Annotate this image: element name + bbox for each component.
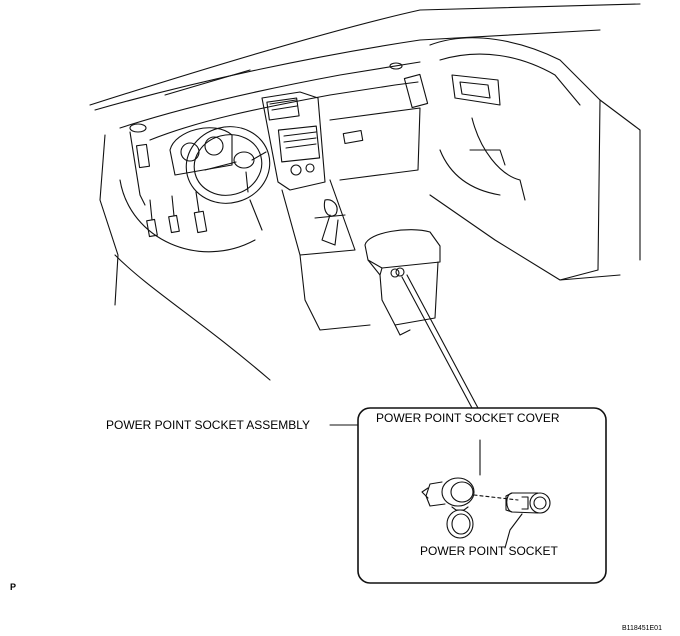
console-socket [390, 267, 405, 278]
glovebox-latch [342, 129, 364, 145]
cover-label: POWER POINT SOCKET COVER [376, 411, 560, 425]
windshield-lower [94, 29, 601, 111]
right-vent [403, 73, 429, 109]
assembly-label: POWER POINT SOCKET ASSEMBLY [106, 418, 311, 432]
alignment-line [473, 494, 519, 501]
console-box [364, 229, 441, 336]
car-interior-drawing [89, 3, 641, 381]
dashboard-top [119, 61, 421, 129]
left-vent [129, 123, 147, 133]
corner-mark: P [10, 582, 17, 592]
socket-part [505, 492, 551, 514]
roof-line [89, 3, 641, 106]
side-vent [135, 143, 151, 169]
shift-console [281, 179, 371, 331]
figure-id: B118451E01 [622, 625, 662, 632]
socket-cover-part [421, 477, 475, 539]
pedals [146, 191, 208, 238]
steering-wheel [185, 126, 271, 204]
callout-box [357, 407, 607, 584]
instrument-cluster [169, 127, 233, 176]
socket-label: POWER POINT SOCKET [420, 544, 558, 558]
passenger-door [429, 37, 601, 281]
callout-leaders [401, 274, 479, 409]
socket-leader [504, 513, 523, 549]
center-stack [261, 91, 326, 191]
